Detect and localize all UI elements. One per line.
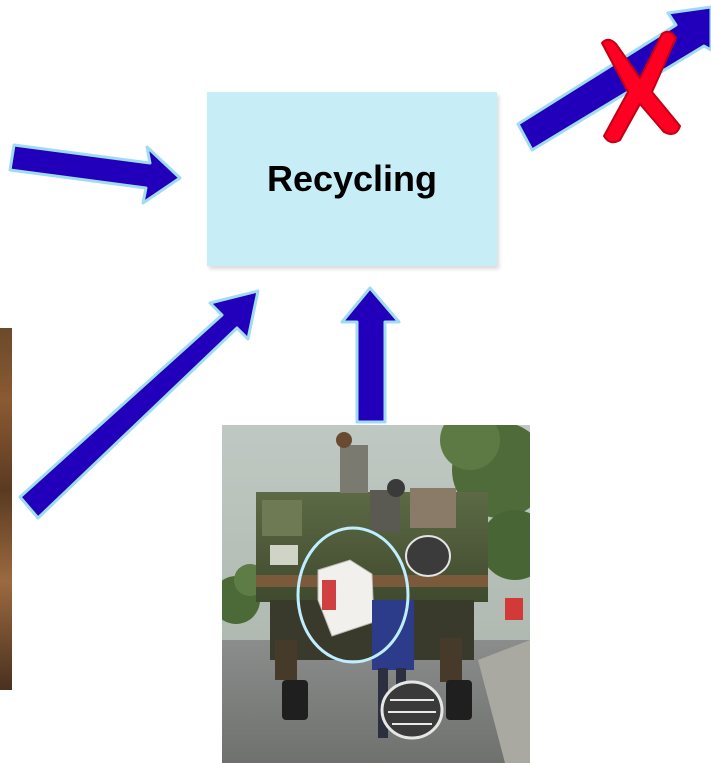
garbage-truck-photo bbox=[212, 410, 550, 763]
arrow-left-input bbox=[10, 145, 180, 203]
arrow-vertical-input bbox=[342, 288, 399, 422]
